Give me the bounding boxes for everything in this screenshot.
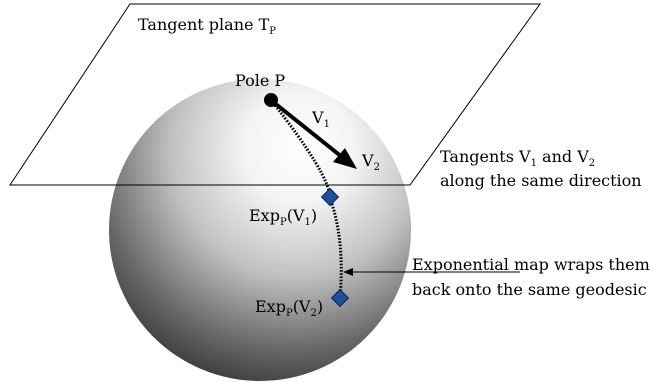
v1-label: V1: [311, 108, 330, 130]
pole-point-icon: [264, 93, 278, 107]
exp-v1-label: ExpP(V1): [249, 206, 317, 228]
exp-v1-diamond-icon: [320, 187, 340, 207]
tangents-note-line1: Tangents V1 and V2: [440, 147, 595, 169]
expmap-note-line2: back onto the same geodesic: [412, 280, 647, 299]
exp-v2-label: ExpP(V2): [255, 297, 323, 319]
sphere: [109, 79, 411, 381]
tangent-vector-line: [270, 99, 344, 159]
exp-v2-diamond-icon: [330, 288, 350, 308]
tangents-note-line2: along the same direction: [440, 171, 642, 190]
tangent-plane: [9, 3, 541, 186]
v2-label: V2: [361, 151, 380, 173]
expmap-leader-arrowhead-icon: [343, 268, 353, 276]
pole-label: Pole P: [235, 71, 285, 90]
expmap-note-line1: Exponential map wraps them: [412, 255, 650, 274]
plane-label: Tangent plane TP: [138, 15, 276, 37]
tangent-vector-arrowhead: [333, 148, 357, 169]
